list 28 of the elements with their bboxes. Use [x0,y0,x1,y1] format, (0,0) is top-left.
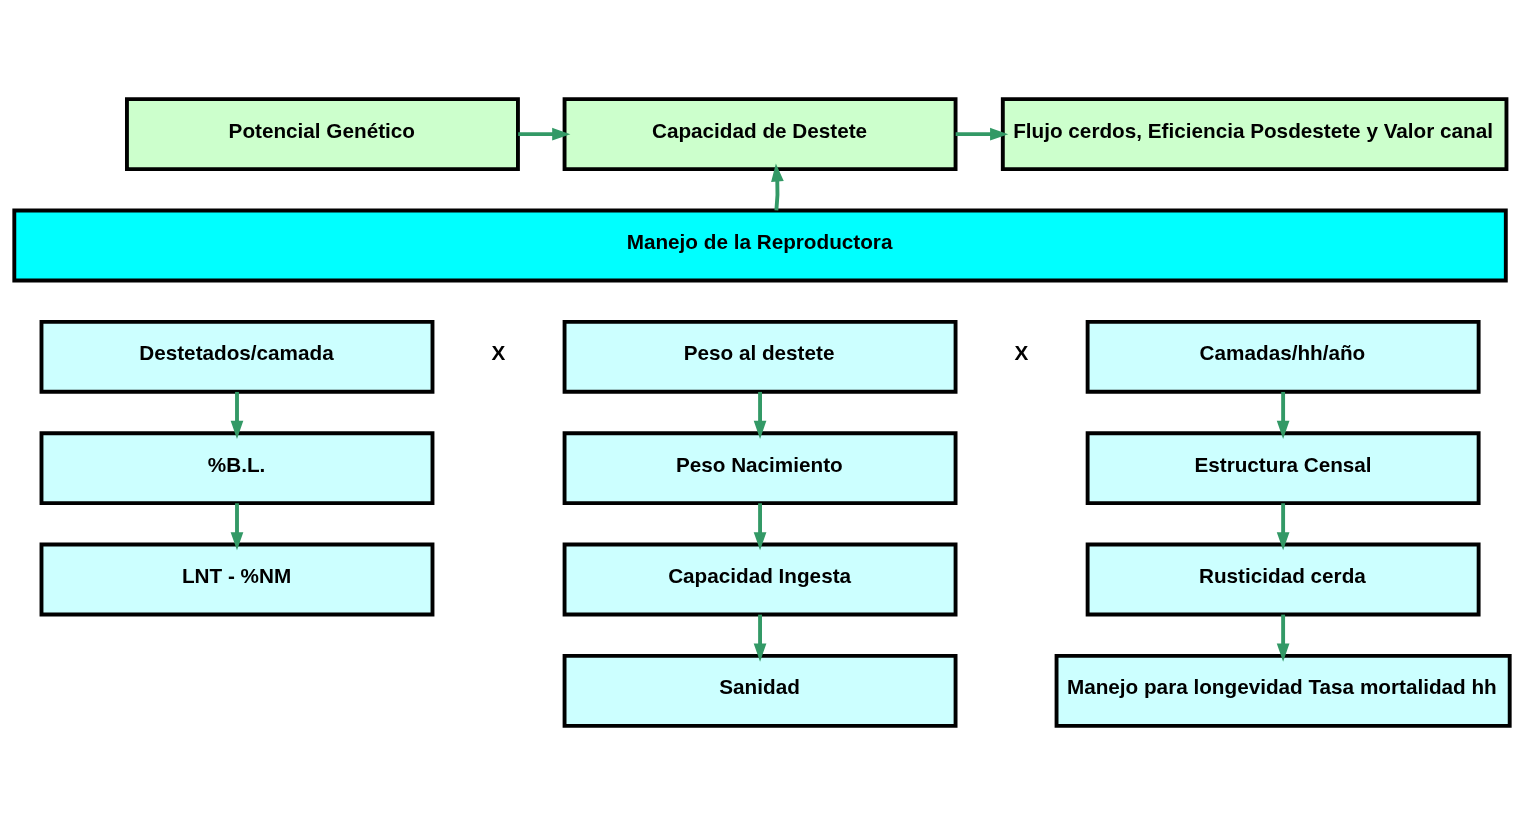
label: X [491,340,506,364]
arrow [1276,614,1290,662]
node-box: Camadas/hh/año [1085,319,1481,394]
node-box: Sanidad [562,653,958,728]
arrow [771,162,784,211]
node-box: Manejo de la Reproductora [12,208,1508,282]
node-box: Manejo para longevidad Tasa mortalidad hh [1054,653,1512,728]
node-box: Rusticidad cerda [1085,542,1481,616]
node-box: Flujo cerdos, Eficiencia Posdestete y Valor canal [1000,96,1509,171]
node-box: Estructura Censal [1085,430,1481,505]
arrow [753,502,767,550]
arrow [1276,391,1290,439]
arrow [230,391,244,439]
node-box: Destetados/camada [39,319,435,394]
arrow [230,502,244,550]
node-box: %B.L. [39,430,435,505]
node-box: Peso al destete [562,319,958,394]
node-box: Capacidad Ingesta [562,542,958,616]
arrow [753,391,767,439]
node-box: LNT - %NM [39,542,435,616]
arrow [518,127,571,140]
node-box: Peso Nacimiento [562,430,958,505]
node-box: Potencial Genético [125,96,520,171]
label: X [1014,340,1029,364]
arrow [955,127,1009,140]
node-box: Capacidad de Destete [562,96,958,171]
arrow [753,614,767,662]
arrow [1276,502,1290,550]
